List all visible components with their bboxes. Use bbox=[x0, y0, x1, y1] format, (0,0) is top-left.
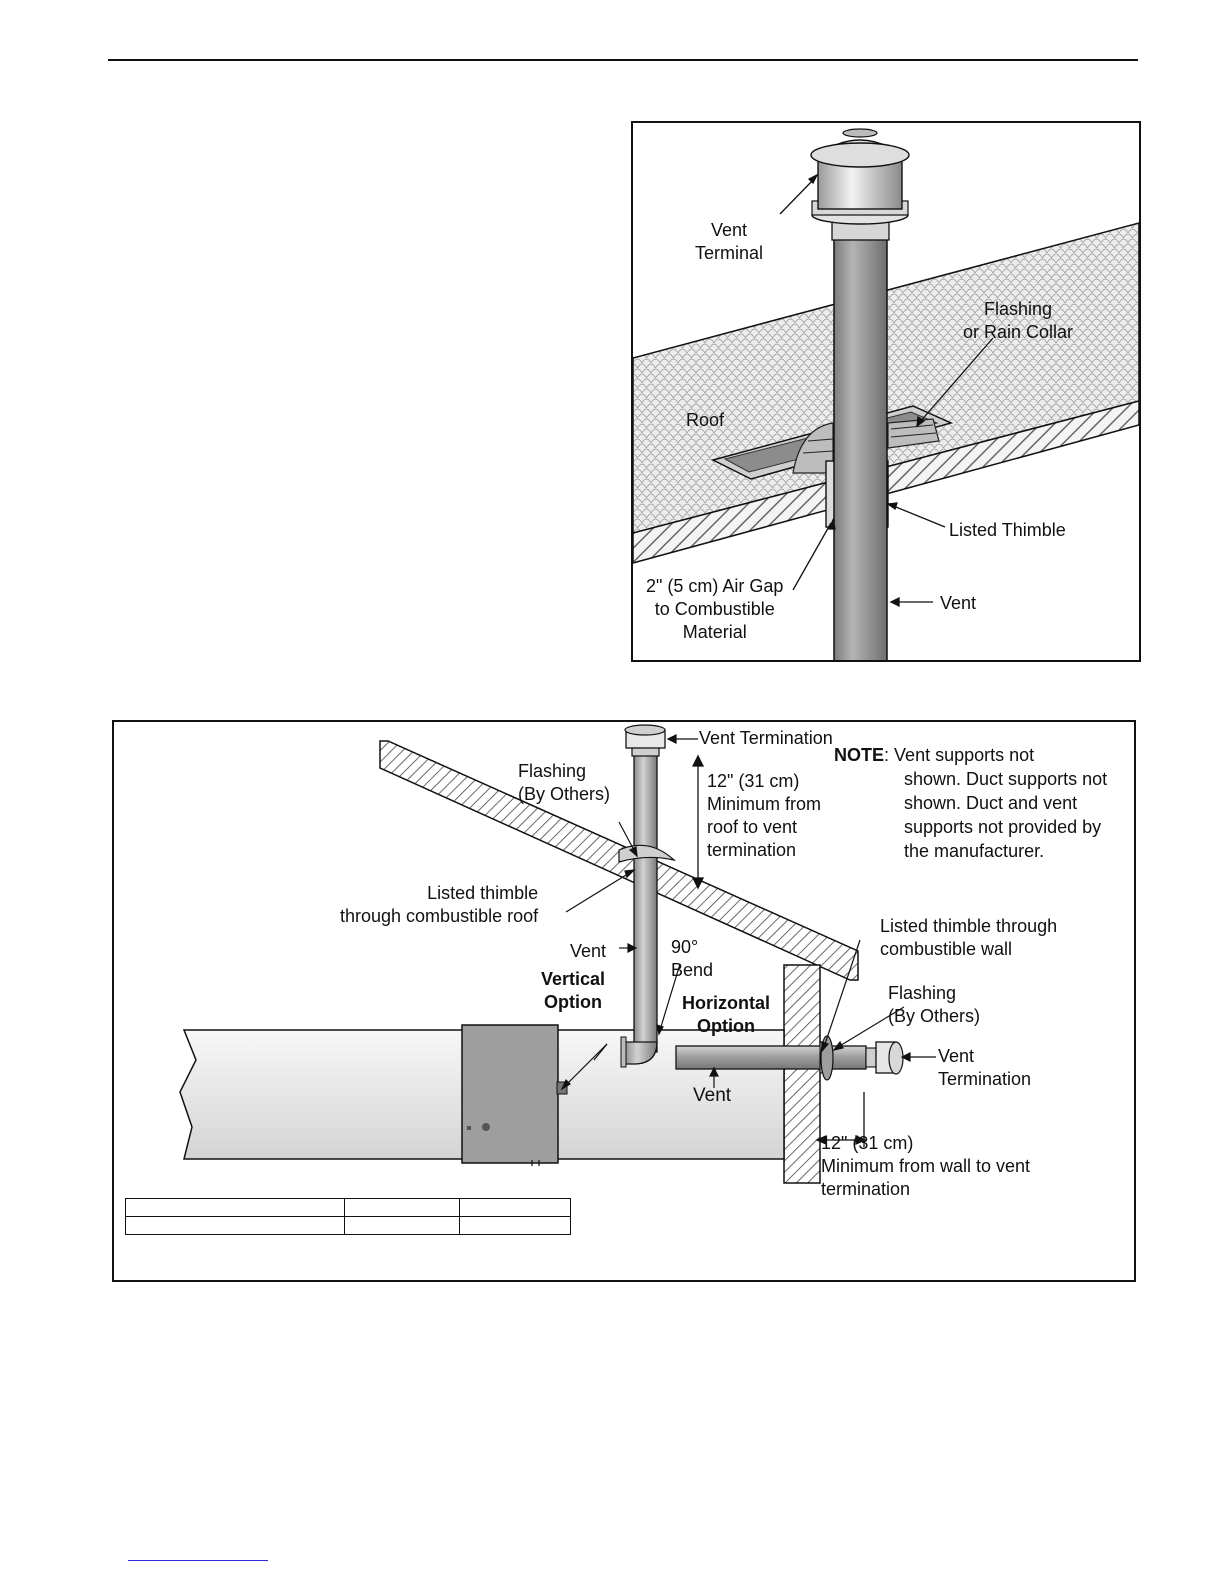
vent-horizontal-label: Vent bbox=[693, 1085, 732, 1106]
vertical-vent-pipe bbox=[633, 751, 658, 1053]
table-row bbox=[124, 1216, 572, 1235]
vent-termination-side-label: Vent Termination bbox=[938, 1046, 1032, 1089]
vent-options-figure: Vent Termination Flashing (By Others) 12… bbox=[112, 720, 1136, 1282]
vent-vertical-label: Vent bbox=[570, 941, 607, 961]
bend-label: 90° Bend bbox=[671, 937, 714, 980]
table-row bbox=[124, 1198, 572, 1217]
vent-terminal-label: Vent Terminal bbox=[695, 220, 764, 263]
table-cell bbox=[344, 1216, 460, 1235]
note-first-line: NOTE: Vent supports not bbox=[834, 744, 1034, 767]
horizontal-option-label: Horizontal Option bbox=[682, 993, 770, 1036]
table-cell bbox=[124, 1216, 346, 1235]
table-cell bbox=[458, 1216, 572, 1235]
roof-clearance-label: 12" (31 cm) Minimum from roof to vent te… bbox=[707, 771, 822, 860]
vertical-vent-roof-figure: Vent Terminal Flashing or Rain Collar Ro… bbox=[631, 121, 1141, 662]
table-cell bbox=[124, 1198, 346, 1217]
note-first-text: Vent supports not bbox=[894, 745, 1035, 765]
roof-vent-drawing bbox=[633, 128, 1139, 660]
bend-90 bbox=[623, 1041, 658, 1065]
header-rule bbox=[108, 59, 1138, 61]
vent-options-drawing bbox=[179, 724, 936, 1184]
note-body: shown. Duct supports not shown. Duct and… bbox=[904, 769, 1108, 861]
flashing-wall-label: Flashing (By Others) bbox=[888, 983, 981, 1026]
note-separator: : bbox=[884, 745, 890, 765]
listed-thimble-label: Listed Thimble bbox=[949, 520, 1066, 540]
wall-clearance-label: 12" (31 cm) Minimum from wall to vent te… bbox=[821, 1133, 1031, 1199]
note-title: NOTE bbox=[834, 745, 885, 765]
air-gap-label: 2" (5 cm) Air Gap to Combustible Materia… bbox=[646, 576, 784, 642]
dimension-lines bbox=[691, 754, 867, 1147]
spec-table bbox=[124, 1198, 572, 1235]
table-cell bbox=[458, 1198, 572, 1217]
figure1-leaders bbox=[779, 173, 994, 608]
thimble-roof-label: Listed thimble through combustible roof bbox=[340, 883, 539, 926]
roof-label: Roof bbox=[686, 410, 725, 430]
flashing-label: Flashing or Rain Collar bbox=[963, 299, 1074, 342]
table-cell bbox=[344, 1198, 460, 1217]
footer-link-underline bbox=[128, 1560, 268, 1561]
vertical-option-label: Vertical Option bbox=[541, 969, 606, 1012]
vent-termination-top-label: Vent Termination bbox=[699, 728, 833, 748]
vent-label: Vent bbox=[940, 593, 977, 613]
vent-pipe bbox=[833, 230, 888, 660]
wall bbox=[783, 964, 821, 1184]
figure2-leaders bbox=[560, 734, 936, 1091]
flashing-roof-label: Flashing (By Others) bbox=[518, 761, 611, 804]
thimble-wall-label: Listed thimble through combustible wall bbox=[880, 916, 1058, 959]
flashing-collar bbox=[792, 422, 834, 474]
heater bbox=[461, 1024, 559, 1164]
